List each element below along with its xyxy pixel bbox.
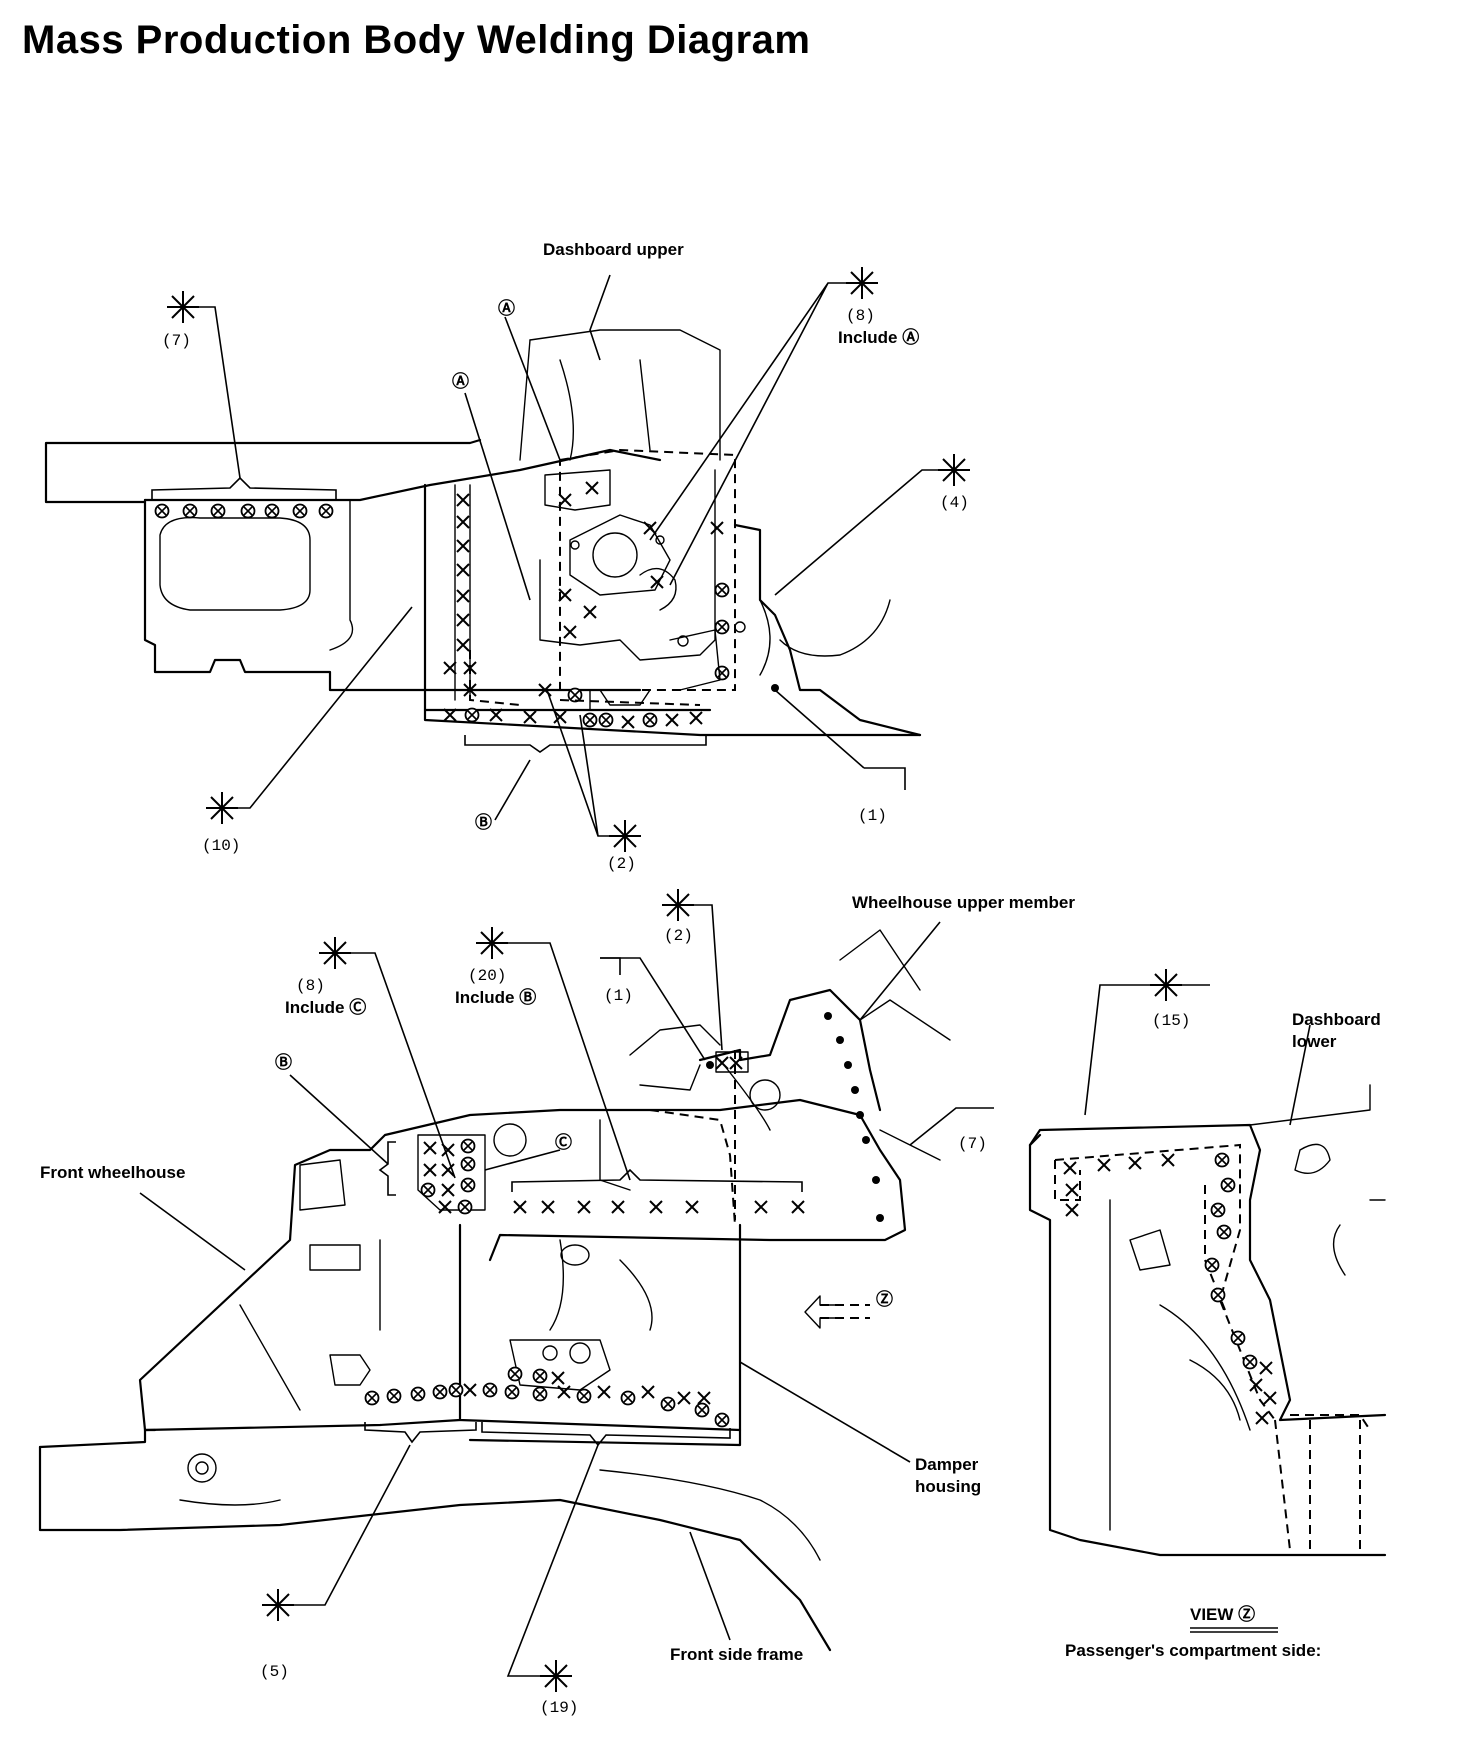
callout-10-top: (10) [202, 837, 240, 855]
weld-column-10 [456, 493, 470, 652]
callout-Z-arrow: Ⓩ [876, 1289, 893, 1309]
callout-2-bottom: (2) [664, 927, 693, 945]
passenger-compartment-side-label: Passenger's compartment side: [1065, 1641, 1321, 1660]
front-wheelhouse-label: Front wheelhouse [40, 1163, 185, 1182]
front-side-frame-label: Front side frame [670, 1645, 803, 1664]
weld-row-15 [1063, 1152, 1277, 1425]
callout-4-top: (4) [940, 494, 969, 512]
callout-C-bottom: Ⓒ [555, 1132, 572, 1152]
callout-2-top: (2) [607, 855, 636, 873]
damper-housing-label-1: Damper [915, 1455, 979, 1474]
callout-8-include-a: Include Ⓐ [838, 327, 919, 347]
callout-B-top: Ⓑ [475, 812, 492, 832]
weld-row-7 [154, 503, 334, 519]
callout-5-bottom: (5) [260, 1663, 289, 1681]
bottom-view-diagram [38, 888, 994, 1693]
callout-7-top: (7) [162, 332, 191, 350]
callout-A-2: Ⓐ [452, 371, 469, 391]
wheelhouse-upper-member-label: Wheelhouse upper member [852, 893, 1075, 912]
callout-19-bottom: (19) [540, 1699, 578, 1717]
callout-15-view: (15) [1152, 1012, 1190, 1030]
callout-1-top: (1) [858, 807, 887, 825]
damper-housing-label-2: housing [915, 1477, 981, 1496]
callout-7-bottom: (7) [958, 1135, 987, 1153]
view-z-label: VIEW Ⓩ [1190, 1604, 1255, 1624]
view-z-diagram [1028, 968, 1387, 1557]
weld-row-19 [482, 1366, 730, 1428]
callout-20-bottom: (20) [468, 967, 506, 985]
dashboard-lower-label-2: lower [1292, 1032, 1337, 1051]
dashboard-upper-label: Dashboard upper [543, 240, 684, 259]
callout-8-top: (8) [846, 307, 875, 325]
top-view-diagram [44, 266, 971, 853]
weld-row-B [443, 661, 703, 729]
callout-20-include-b: Include Ⓑ [455, 987, 536, 1007]
callout-A-1: Ⓐ [498, 298, 515, 318]
callout-8-include-c: Include Ⓒ [285, 997, 366, 1017]
page-title: Mass Production Body Welding Diagram [22, 18, 811, 62]
dashboard-lower-label-1: Dashboard [1292, 1010, 1381, 1029]
weld-row-20 [513, 1200, 805, 1214]
callout-1-bottom: (1) [604, 987, 633, 1005]
callout-8-bottom: (8) [296, 977, 325, 995]
callout-B-bottom: Ⓑ [275, 1052, 292, 1072]
weld-cluster-8 [420, 1138, 476, 1215]
